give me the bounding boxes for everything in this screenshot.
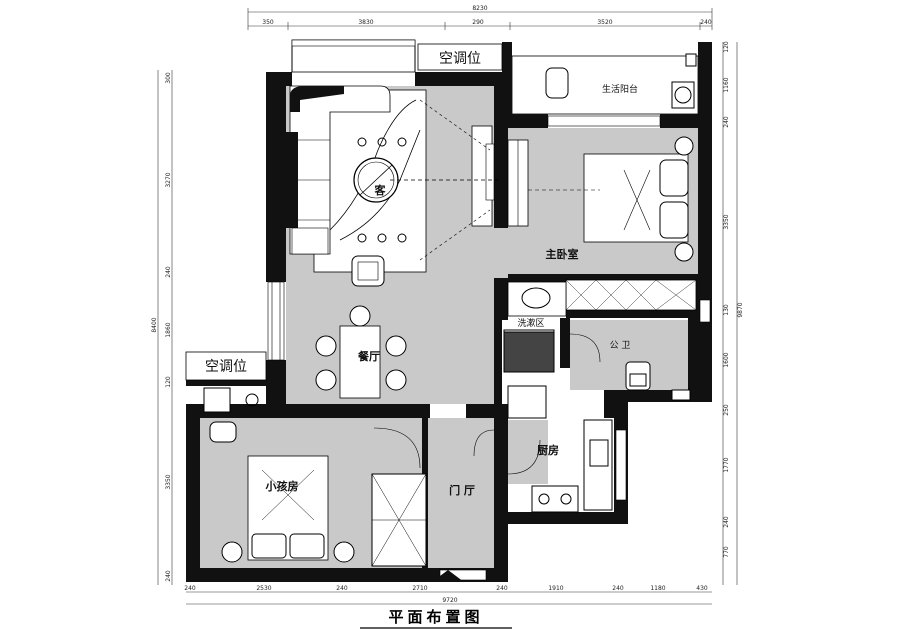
dim-left-total: 8400 — [151, 317, 158, 332]
dining-table — [315, 305, 407, 399]
dim-right-9: 240 — [723, 516, 730, 528]
label-wash: 洗漱区 — [517, 317, 544, 329]
label-entry: 门 厅 — [449, 483, 475, 497]
dim-right-3: 240 — [723, 116, 730, 128]
living-furniture — [286, 85, 500, 287]
ac-box-top — [417, 43, 503, 71]
dim-bottom-9: 430 — [696, 585, 708, 592]
label-dining: 餐厅 — [357, 349, 380, 363]
dim-bottom-total: 9720 — [442, 597, 457, 604]
dim-right-4: 3350 — [723, 214, 730, 229]
left-dimension-lines — [157, 70, 173, 585]
right-dimension-lines — [722, 42, 738, 585]
master-bedroom-furniture — [507, 136, 697, 311]
entry-furniture — [371, 429, 495, 582]
dim-left-4: 1860 — [165, 322, 172, 337]
label-kitchen: 厨房 — [537, 443, 559, 457]
dim-right-5: 130 — [723, 304, 730, 316]
ac-label-left: 空调位 — [205, 359, 247, 375]
bottom-dimension-lines — [186, 591, 712, 605]
bathroom-fixtures — [569, 333, 691, 401]
kids-room-furniture — [203, 387, 421, 563]
dim-right-10: 770 — [723, 546, 730, 558]
dim-right-8: 1770 — [723, 457, 730, 472]
dim-left-5: 120 — [165, 376, 172, 388]
kitchen-fixtures — [507, 385, 613, 513]
label-bath: 公 卫 — [610, 340, 631, 351]
dim-top-3: 290 — [472, 19, 484, 26]
windows — [267, 115, 711, 581]
label-dining-text: 餐厅 — [357, 349, 380, 363]
ac-label-top: 空调位 — [439, 51, 481, 67]
label-living: 客 — [374, 183, 387, 197]
dim-left-2: 3270 — [165, 172, 172, 187]
dim-right-1: 120 — [723, 41, 730, 53]
dim-left-6: 3350 — [165, 474, 172, 489]
dim-bottom-6: 1910 — [548, 585, 563, 592]
dim-top-2: 3830 — [358, 19, 373, 26]
dim-right-total: 9870 — [737, 302, 744, 317]
dim-top-total: 8230 — [472, 5, 487, 12]
living-balcony — [291, 39, 416, 73]
dim-bottom-1: 240 — [184, 585, 196, 592]
dim-bottom-2: 2530 — [256, 585, 271, 592]
dim-top-5: 240 — [700, 19, 712, 26]
balcony-floor — [511, 55, 699, 115]
dim-bottom-8: 1180 — [650, 585, 665, 592]
drawing-title: 平面布置图 — [388, 608, 483, 626]
dim-right-2: 1160 — [723, 77, 730, 92]
label-balcony: 生活阳台 — [602, 83, 638, 95]
dim-left-7: 240 — [165, 570, 172, 582]
dim-bottom-3: 240 — [336, 585, 348, 592]
label-kids: 小孩房 — [265, 479, 299, 493]
dim-top-1: 350 — [262, 19, 274, 26]
ac-box-left — [185, 351, 267, 381]
dim-right-6: 1600 — [723, 352, 730, 367]
dim-right-7: 250 — [723, 404, 730, 416]
dim-bottom-7: 240 — [612, 585, 624, 592]
dim-bottom-5: 240 — [496, 585, 508, 592]
wash-floor-pattern — [503, 331, 555, 373]
top-dimension-lines — [247, 8, 713, 30]
balcony-furniture — [545, 53, 697, 109]
dim-bottom-4: 2710 — [412, 585, 427, 592]
label-master: 主卧室 — [546, 247, 579, 261]
dim-top-4: 3520 — [597, 19, 612, 26]
dim-left-3: 240 — [165, 266, 172, 278]
dim-left-1: 300 — [165, 72, 172, 84]
